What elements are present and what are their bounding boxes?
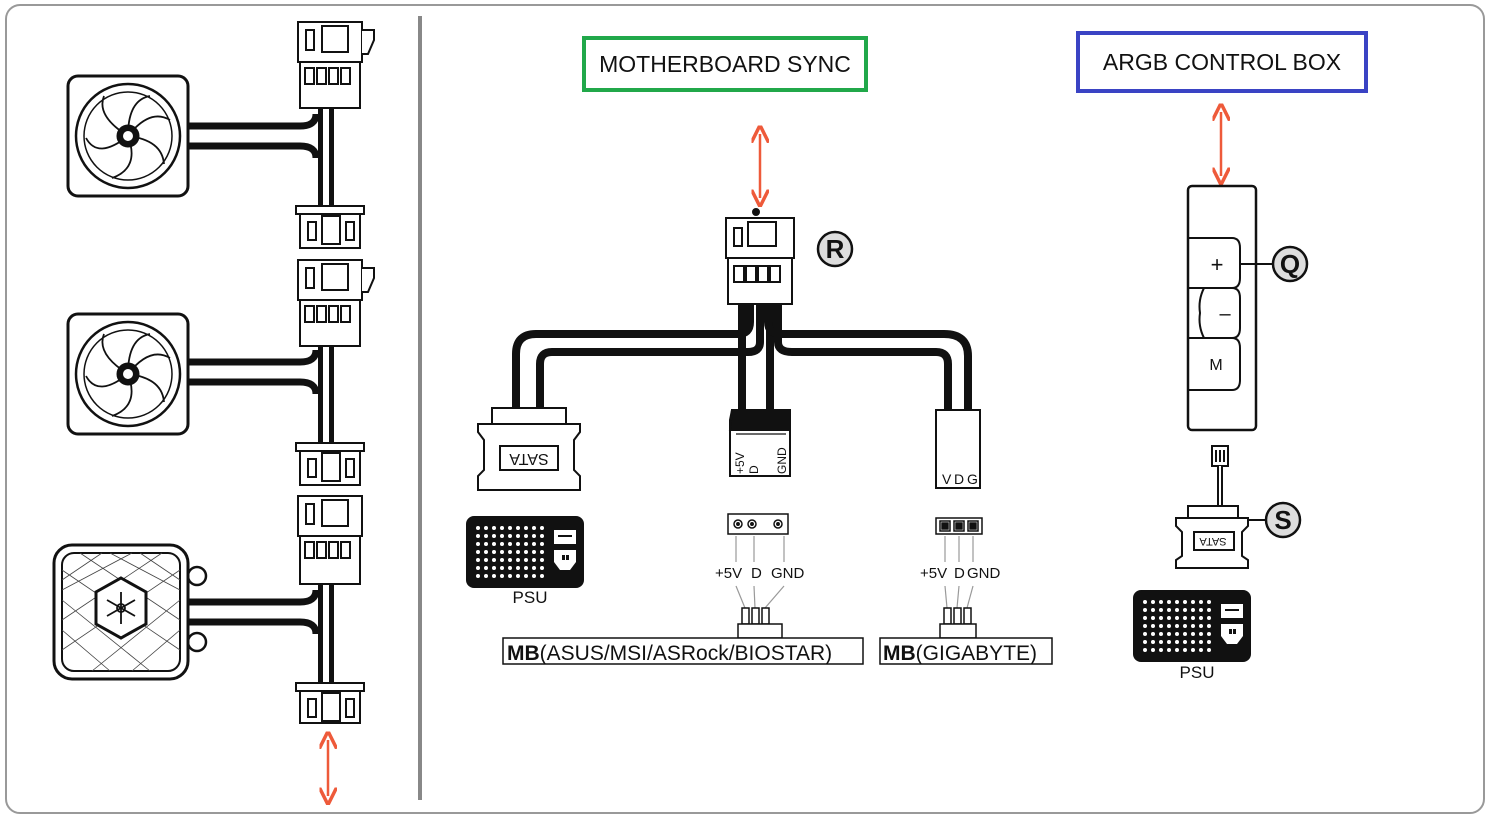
mb-gigabyte-label-box <box>879 637 1053 665</box>
fan-1-icon <box>66 74 320 198</box>
gigabyte-mb-header <box>935 517 983 639</box>
fan-2-icon <box>66 312 320 436</box>
psu-icon-control-box <box>1133 590 1251 662</box>
chain-connector-top-1 <box>297 21 375 109</box>
gigabyte-pin-label-g: G <box>967 471 978 487</box>
r-connector <box>725 208 795 305</box>
mb-gigabyte-label-rest: (GIGABYTE) <box>916 642 1037 665</box>
motherboard-sync-section: SATA +5V D GND V D G <box>466 134 1053 665</box>
asus-header-pin-d: D <box>751 565 762 582</box>
asus-argb-connector <box>728 409 791 477</box>
s-callout-label: S <box>1274 505 1291 535</box>
argb-control-box-section: + – M Q SATA S <box>1133 112 1309 682</box>
control-box-sata-cable <box>1175 445 1249 569</box>
control-box-sata-label: SATA <box>1199 535 1227 547</box>
chain-connector-top-3 <box>297 495 363 585</box>
mb-asus-label: MB(ASUS/MSI/ASRock/BIOSTAR) <box>507 642 832 665</box>
gigabyte-header-pin-gnd: GND <box>967 565 1001 582</box>
psu-label-mobo: PSU <box>513 588 548 607</box>
asus-pin-label-gnd: GND <box>775 447 789 474</box>
gigabyte-header-pin-d: D <box>954 565 965 582</box>
psu-icon <box>466 516 584 588</box>
gigabyte-pin-label-v: V <box>942 471 952 487</box>
chain-connector-top-2 <box>297 259 375 347</box>
chain-connector-bottom-1 <box>295 205 365 249</box>
mb-gigabyte-label-bold: MB <box>883 642 916 665</box>
asus-pin-label-d: D <box>747 465 761 474</box>
control-box-body <box>1186 184 1258 432</box>
splitter-cables <box>512 304 972 410</box>
chain-connector-bottom-3 <box>295 682 365 724</box>
q-callout-badge <box>1271 245 1309 283</box>
mb-gigabyte-label: MB(GIGABYTE) <box>883 642 1037 665</box>
psu-label-control-box: PSU <box>1180 663 1215 682</box>
motherboard-sync-title: MOTHERBOARD SYNC <box>582 36 868 92</box>
r-callout-label: R <box>826 234 845 264</box>
gigabyte-pin-label-d: D <box>954 471 964 487</box>
argb-control-box-title: ARGB CONTROL BOX <box>1076 31 1368 93</box>
mb-asus-label-box <box>502 637 864 665</box>
gigabyte-header-pin-5v: +5V <box>920 565 947 582</box>
r-callout-badge <box>816 230 854 268</box>
motherboard-sync-title-text: MOTHERBOARD SYNC <box>599 50 851 77</box>
gigabyte-argb-connector <box>935 409 981 489</box>
asus-header-pin-5v: +5V <box>715 565 742 582</box>
asus-header-pin-gnd: GND <box>771 565 805 582</box>
pump-block-icon <box>52 543 320 681</box>
asus-pin-label-5v: +5V <box>733 452 747 474</box>
s-callout-badge <box>1264 501 1302 539</box>
control-box-plus-button: + <box>1211 252 1224 277</box>
control-box-minus-button: – <box>1219 303 1231 325</box>
sata-label: SATA <box>509 450 549 467</box>
mb-asus-label-bold: MB <box>507 642 540 665</box>
left-chain <box>52 21 375 796</box>
control-box-mode-button: M <box>1209 357 1222 374</box>
chain-connector-bottom-2 <box>295 442 365 486</box>
sata-connector <box>477 407 581 491</box>
q-callout-label: Q <box>1280 249 1300 279</box>
mb-asus-label-rest: (ASUS/MSI/ASRock/BIOSTAR) <box>540 642 833 665</box>
argb-control-box-title-text: ARGB CONTROL BOX <box>1102 48 1342 75</box>
